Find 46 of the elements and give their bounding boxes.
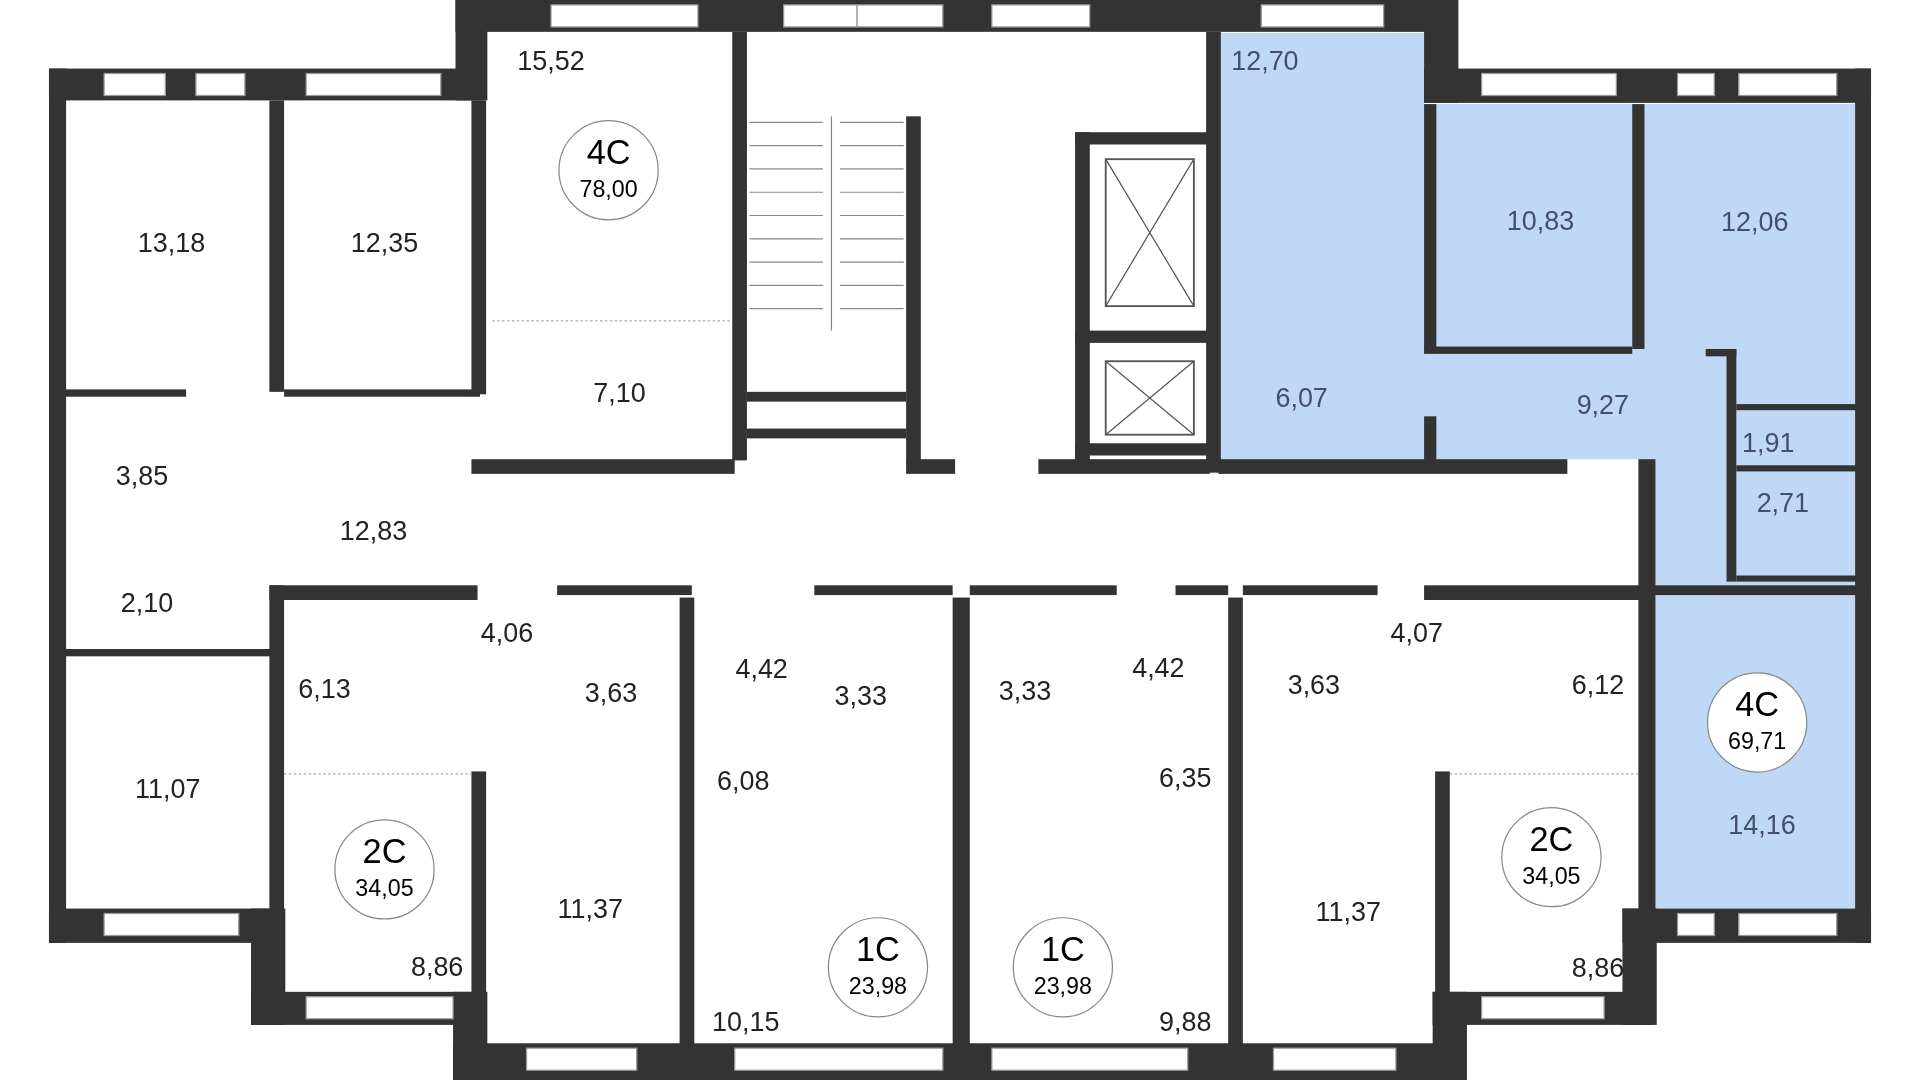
room-area: 1,91 (1741, 429, 1795, 457)
room-area: 6,12 (1571, 672, 1625, 700)
apartment-area: 34,05 (335, 876, 434, 900)
apartment-type: 2С (1528, 822, 1575, 858)
room-area: 6,35 (1159, 765, 1212, 793)
room-area: 8,86 (1571, 955, 1625, 983)
room-area: 11,37 (1315, 898, 1381, 926)
apartment-area: 34,05 (1502, 864, 1601, 888)
room-area: 2,10 (120, 590, 174, 618)
room-area: 4,06 (480, 619, 534, 647)
room-area: 6,13 (298, 675, 351, 703)
room-area: 11,07 (135, 776, 201, 804)
room-area: 12,06 (1721, 209, 1789, 237)
apartment-area: 23,98 (1013, 974, 1112, 998)
room-area: 10,83 (1506, 208, 1575, 236)
room-area: 12,83 (339, 517, 408, 545)
room-area: 4,07 (1390, 619, 1443, 647)
room-area: 3,63 (584, 679, 638, 707)
room-area: 7,10 (593, 379, 646, 407)
apartment-type: 2С (361, 835, 408, 870)
room-area: 3,63 (1287, 672, 1341, 700)
room-area: 10,15 (712, 1009, 780, 1036)
apartment-type: 4С (1734, 688, 1781, 723)
apartment-area: 69,71 (1708, 729, 1807, 754)
apartment-type: 1С (1039, 933, 1086, 968)
room-area: 3,85 (115, 462, 169, 490)
room-area: 6,07 (1275, 384, 1328, 412)
room-area: 13,18 (137, 230, 206, 258)
room-area: 3,33 (998, 678, 1052, 706)
room-area: 14,16 (1728, 811, 1796, 839)
room-area: 12,35 (350, 230, 419, 258)
apartment-type: 4С (585, 135, 632, 171)
room-area: 9,88 (1159, 1009, 1212, 1036)
apartment-area: 23,98 (829, 974, 927, 998)
room-area: 15,52 (517, 47, 585, 75)
room-area: 4,42 (1132, 655, 1185, 683)
room-area: 3,33 (834, 683, 888, 711)
room-area: 6,08 (717, 767, 770, 795)
room-area: 4,42 (735, 656, 788, 684)
room-area: 12,70 (1231, 47, 1299, 75)
apartment-area: 78,00 (559, 177, 658, 201)
room-area: 9,27 (1576, 391, 1630, 419)
room-area: 8,86 (410, 953, 464, 981)
apartment-type: 1С (855, 933, 901, 968)
room-area: 11,37 (557, 896, 623, 924)
room-area: 2,71 (1756, 489, 1810, 517)
